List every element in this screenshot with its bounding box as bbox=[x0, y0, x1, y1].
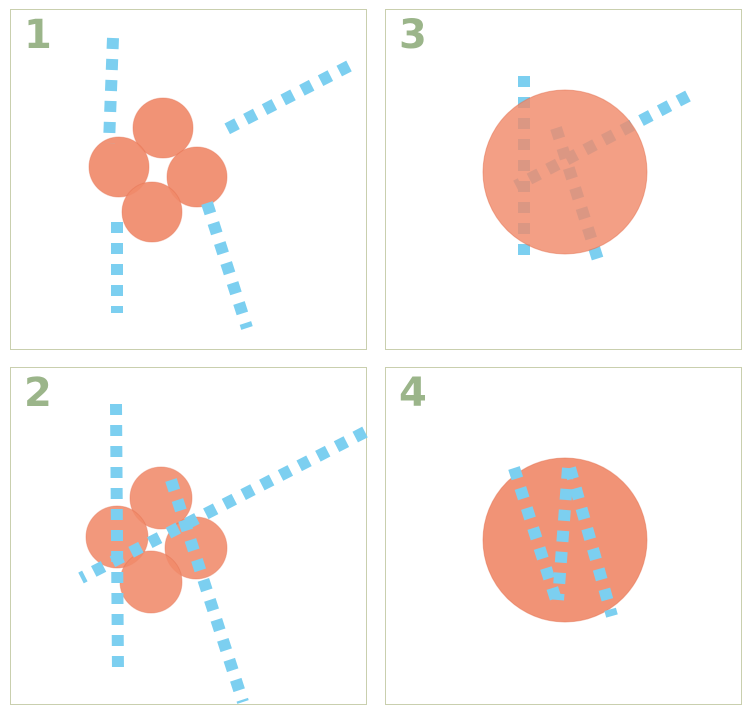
large-circle bbox=[483, 90, 647, 254]
step-panel-4: 4 bbox=[385, 367, 742, 705]
step-3-illustration bbox=[386, 10, 743, 351]
step-panel-2: 2 bbox=[10, 367, 367, 705]
dashed-line bbox=[221, 66, 349, 132]
step-1-illustration bbox=[11, 10, 368, 351]
step-2-illustration bbox=[11, 368, 368, 706]
step-4-illustration bbox=[386, 368, 743, 706]
dashed-line bbox=[207, 203, 247, 328]
small-circle bbox=[122, 182, 182, 242]
dashed-line bbox=[116, 404, 118, 673]
step-panel-1: 1 bbox=[10, 9, 367, 350]
step-panel-3: 3 bbox=[385, 9, 742, 350]
small-circle bbox=[120, 551, 182, 613]
dashed-line bbox=[109, 38, 113, 143]
